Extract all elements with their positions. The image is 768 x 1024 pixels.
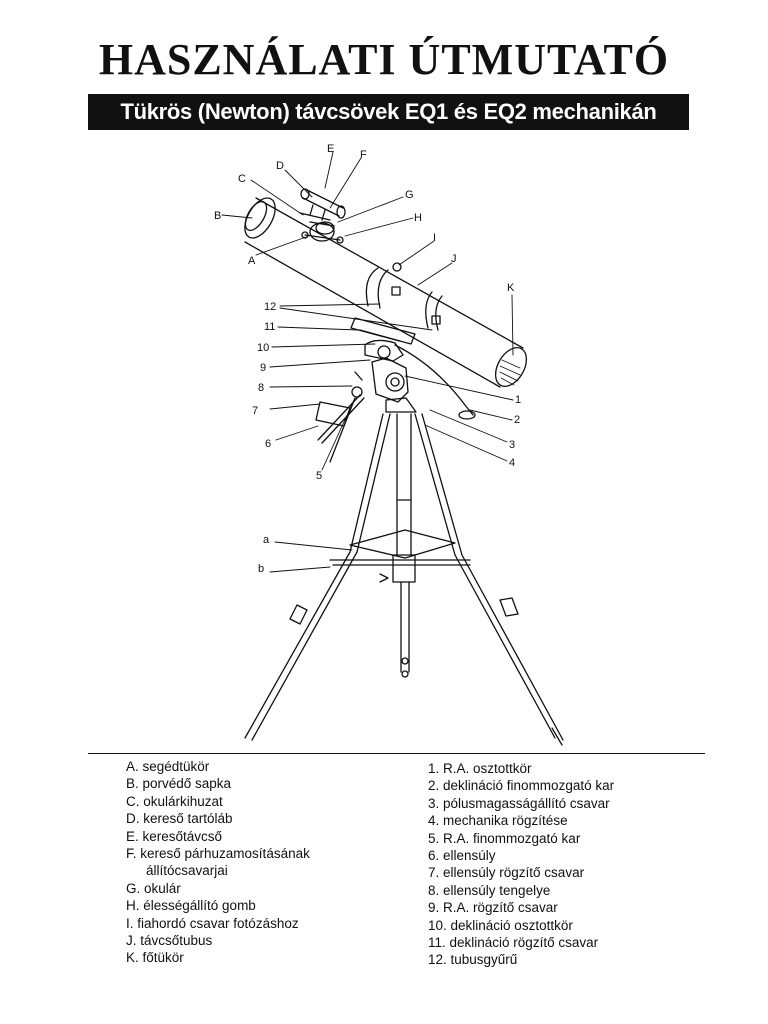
legend-item-J: J. távcsőtubus bbox=[126, 933, 213, 949]
legend-item-12: 12. tubusgyűrű bbox=[428, 952, 518, 968]
legend-numbers: 1. R.A. osztottkör 2. deklináció finommo… bbox=[428, 760, 728, 969]
legend-item-2: 2. deklináció finommozgató kar bbox=[428, 778, 615, 794]
label-H: H bbox=[414, 212, 422, 224]
label-12: 12 bbox=[264, 301, 276, 313]
finder-scope bbox=[299, 188, 346, 221]
legend-letters: A. segédtükör B. porvédő sapka C. okulár… bbox=[126, 758, 396, 967]
legend-item-10: 10. deklináció osztottkör bbox=[428, 917, 573, 933]
leader-lines bbox=[221, 151, 514, 573]
legend-item-K: K. főtükör bbox=[126, 950, 184, 966]
label-2: 2 bbox=[514, 414, 520, 426]
legend-item-3: 3. pólusmagasságállító csavar bbox=[428, 795, 610, 811]
mount-head bbox=[351, 339, 417, 413]
divider-line bbox=[88, 753, 705, 754]
label-G: G bbox=[405, 189, 414, 201]
label-7: 7 bbox=[252, 405, 258, 417]
dust-cap bbox=[244, 200, 268, 232]
label-3: 3 bbox=[509, 439, 515, 451]
label-C: C bbox=[238, 173, 246, 185]
legend-item-1: 1. R.A. osztottkör bbox=[428, 761, 532, 776]
label-K: K bbox=[507, 282, 515, 294]
label-D: D bbox=[276, 160, 284, 172]
legend-item-G: G. okulár bbox=[126, 880, 181, 896]
label-11: 11 bbox=[264, 321, 275, 333]
label-a: a bbox=[263, 534, 270, 546]
tripod bbox=[244, 413, 564, 746]
focuser bbox=[301, 221, 344, 244]
legend-item-9: 9. R.A. rögzítő csavar bbox=[428, 900, 558, 916]
label-b: b bbox=[258, 563, 264, 575]
label-9: 9 bbox=[260, 362, 266, 374]
label-A: A bbox=[248, 255, 256, 267]
label-4: 4 bbox=[509, 457, 515, 469]
cradle-plate bbox=[350, 317, 416, 345]
page-title: HASZNÁLATI ÚTMUTATÓ bbox=[98, 35, 670, 84]
telescope-diagram: A B C D E F G H I J K 12 11 10 9 8 7 6 5… bbox=[214, 143, 564, 746]
legend-item-A: A. segédtükör bbox=[126, 759, 210, 774]
label-10: 10 bbox=[257, 342, 269, 354]
dec-slow-motion-cable bbox=[394, 344, 476, 420]
page-subtitle: Tükrös (Newton) távcsövek EQ1 és EQ2 mec… bbox=[88, 94, 689, 130]
label-E: E bbox=[327, 143, 334, 155]
legend-item-7: 7. ellensúly rögzítő csavar bbox=[428, 865, 585, 881]
label-B: B bbox=[214, 210, 221, 222]
legend-item-8: 8. ellensúly tengelye bbox=[428, 882, 551, 898]
legend-item-D: D. kereső tartóláb bbox=[126, 811, 233, 827]
telescope-tube bbox=[244, 197, 528, 388]
label-8: 8 bbox=[258, 382, 264, 394]
primary-mirror bbox=[499, 359, 521, 386]
legend-item-F: F. kereső párhuzamosításának bbox=[126, 846, 310, 862]
ra-slow-motion-cable bbox=[329, 397, 356, 463]
label-6: 6 bbox=[265, 438, 271, 450]
label-1: 1 bbox=[515, 394, 521, 406]
legend-item-H: H. élességállító gomb bbox=[126, 898, 256, 914]
legend-item-11: 11. deklináció rögzítő csavar bbox=[428, 935, 599, 951]
legend-item-C: C. okulárkihuzat bbox=[126, 793, 223, 809]
legend-item-E: E. keresőtávcső bbox=[126, 828, 223, 844]
tube-rings bbox=[365, 262, 443, 331]
legend-item-F-cont: állítócsavarjai bbox=[146, 863, 228, 879]
label-J: J bbox=[451, 253, 457, 265]
label-F: F bbox=[360, 149, 367, 161]
label-I: I bbox=[433, 232, 436, 244]
label-5: 5 bbox=[316, 470, 322, 482]
legend-item-5: 5. R.A. finommozgató kar bbox=[428, 830, 581, 846]
legend-item-4: 4. mechanika rögzítése bbox=[428, 813, 568, 829]
legend-item-I: I. fiahordó csavar fotózáshoz bbox=[126, 915, 299, 931]
legend-item-B: B. porvédő sapka bbox=[126, 776, 232, 792]
legend-item-6: 6. ellensúly bbox=[428, 848, 496, 864]
accessory-tray bbox=[329, 529, 471, 566]
